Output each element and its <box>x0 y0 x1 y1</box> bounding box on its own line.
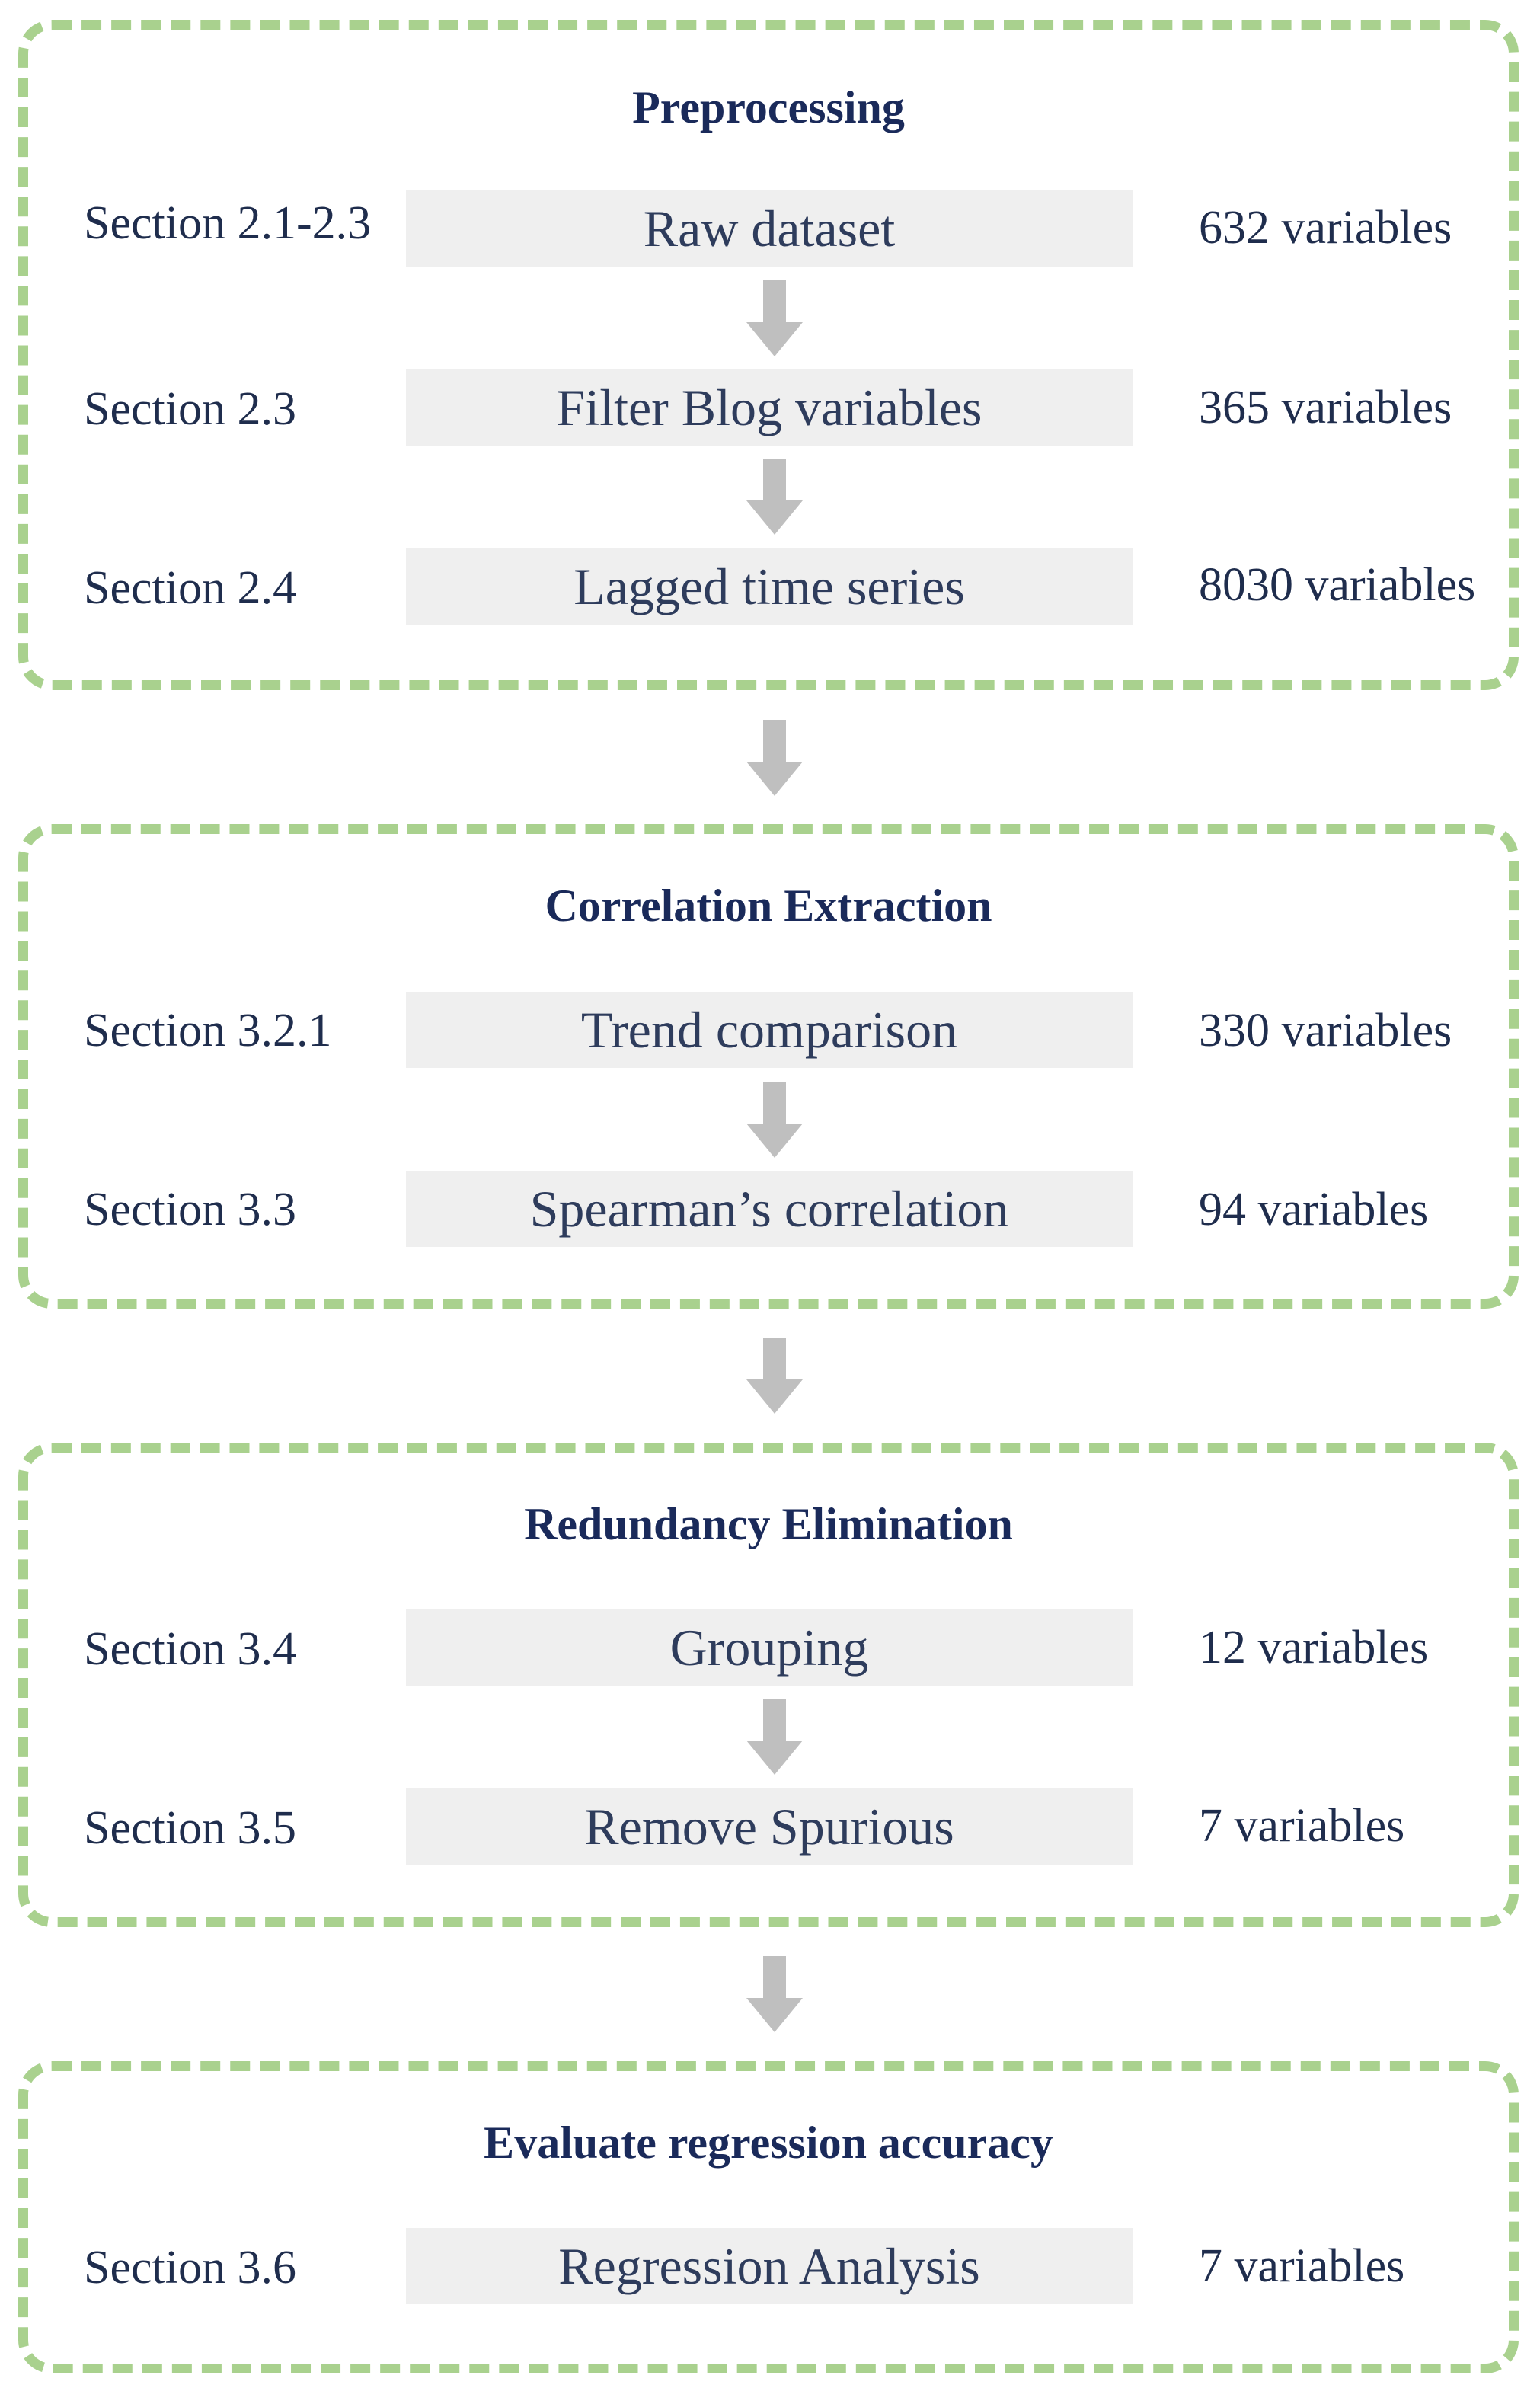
step-box-trend-comparison: Trend comparison <box>406 992 1133 1068</box>
down-arrow-icon <box>746 280 803 356</box>
group-title: Evaluate regression accuracy <box>484 2118 1053 2168</box>
group-correlation-extraction: Correlation Extraction <box>18 824 1519 1309</box>
down-arrow-icon <box>746 720 803 796</box>
section-label: Section 2.3 <box>84 383 296 435</box>
step-box-regression-analysis: Regression Analysis <box>406 2228 1133 2304</box>
section-label: Section 3.5 <box>84 1802 296 1854</box>
variable-count: 12 variables <box>1199 1622 1429 1673</box>
section-label: Section 2.4 <box>84 562 296 614</box>
down-arrow-icon <box>746 1956 803 2032</box>
down-arrow-icon <box>746 1699 803 1775</box>
section-label: Section 3.3 <box>84 1184 296 1235</box>
section-label: Section 3.6 <box>84 2242 296 2294</box>
group-redundancy-elimination: Redundancy Elimination <box>18 1443 1519 1927</box>
step-box-filter-blog-variables: Filter Blog variables <box>406 369 1133 446</box>
group-title: Correlation Extraction <box>545 881 992 931</box>
step-box-remove-spurious: Remove Spurious <box>406 1788 1133 1865</box>
down-arrow-icon <box>746 459 803 535</box>
down-arrow-icon <box>746 1082 803 1158</box>
variable-count: 632 variables <box>1199 202 1452 254</box>
group-preprocessing: Preprocessing <box>18 20 1519 690</box>
step-box-raw-dataset: Raw dataset <box>406 190 1133 267</box>
variable-count: 365 variables <box>1199 382 1452 433</box>
group-evaluate-regression-accuracy: Evaluate regression accuracy <box>18 2061 1519 2373</box>
section-label: Section 2.1-2.3 <box>84 197 372 249</box>
step-box-spearmans-correlation: Spearman’s correlation <box>406 1171 1133 1247</box>
variable-count: 8030 variables <box>1199 559 1476 611</box>
variable-count: 7 variables <box>1199 1800 1405 1852</box>
step-box-grouping: Grouping <box>406 1609 1133 1686</box>
section-label: Section 3.2.1 <box>84 1005 332 1056</box>
variable-count: 7 variables <box>1199 2240 1405 2292</box>
group-title: Preprocessing <box>632 82 905 133</box>
variable-count: 94 variables <box>1199 1184 1429 1235</box>
section-label: Section 3.4 <box>84 1623 296 1675</box>
group-title: Redundancy Elimination <box>524 1499 1013 1549</box>
variable-count: 330 variables <box>1199 1005 1452 1056</box>
step-box-lagged-time-series: Lagged time series <box>406 548 1133 625</box>
down-arrow-icon <box>746 1338 803 1414</box>
